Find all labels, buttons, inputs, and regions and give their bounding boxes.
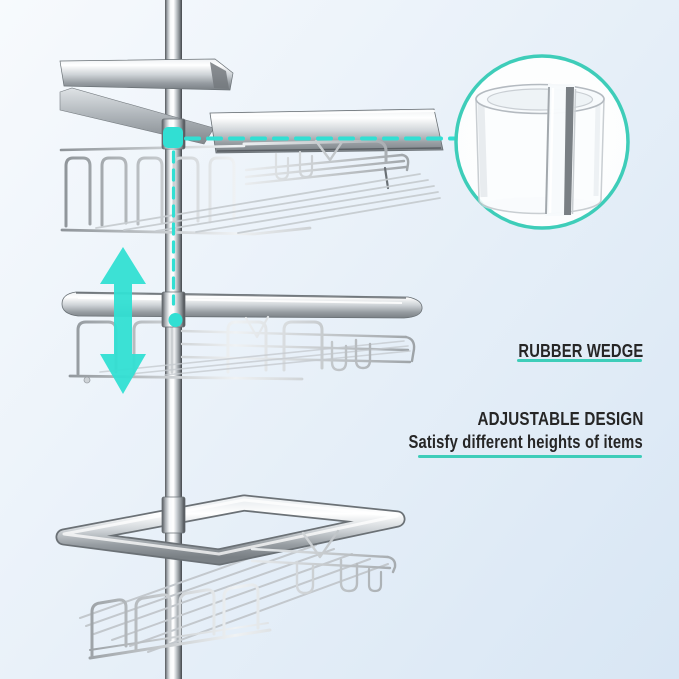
teal-underline — [418, 455, 642, 458]
rubber-wedge-marker-icon — [163, 127, 183, 148]
rubber-wedge-detail-circle — [454, 54, 630, 230]
pole-position-dot-icon — [168, 313, 183, 327]
top-shelf-basket — [59, 58, 444, 236]
pole-clamp — [161, 496, 186, 534]
bottom-shelf-basket — [55, 494, 406, 660]
rubber-wedge-label: RUBBER WEDGE — [518, 341, 643, 361]
adjustable-design-title: ADJUSTABLE DESIGN — [476, 408, 643, 429]
adjustable-design-subtitle: Satisfy different heights of items — [408, 432, 643, 452]
rubber-wedge-illustration — [475, 83, 605, 216]
up-down-arrows-icon — [100, 247, 146, 394]
teal-underline — [517, 359, 642, 362]
